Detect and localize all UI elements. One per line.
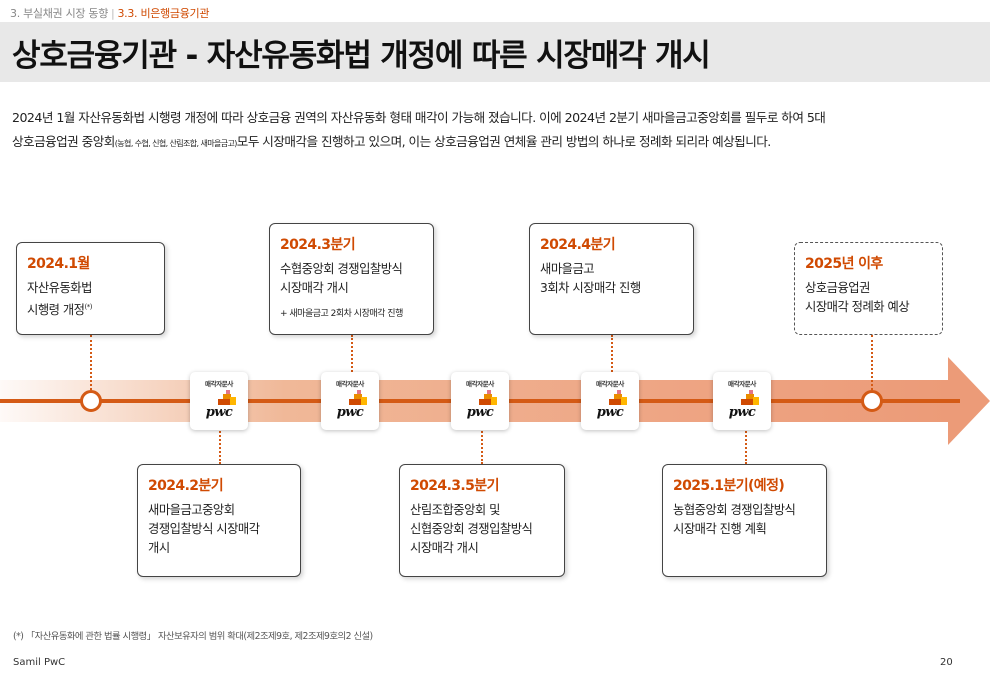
page-number: 20 — [940, 657, 953, 668]
event-description: 새마을금고중앙회 경쟁입찰방식 시장매각 개시 — [148, 503, 260, 555]
advisor-label: 매각자문사 — [205, 380, 233, 388]
event-period: 2024.3.5분기 — [410, 478, 499, 494]
connector-2024-35 — [481, 428, 483, 464]
pwc-wordmark: pwc — [205, 405, 233, 420]
advisor-badge: 매각자문사 pwc — [451, 372, 509, 430]
intro-line-2-start: 상호금융업권 중앙회 — [12, 134, 115, 149]
event-period: 2025.1분기(예정) — [673, 478, 785, 494]
connector-2025-1 — [745, 428, 747, 464]
intro-paragraph: 2024년 1월 자산유동화법 시행령 개정에 따라 상호금융 권역의 자산유동… — [12, 106, 982, 156]
footnote-marker: (*) — [84, 303, 92, 311]
intro-line-2-end: 모두 시장매각을 진행하고 있으며, 이는 상호금융업권 연체율 관리 방법의 … — [236, 134, 772, 149]
advisor-badge: 매각자문사 pwc — [321, 372, 379, 430]
timeline-node-start — [80, 390, 102, 412]
footer-company: Samil PwC — [13, 657, 66, 668]
event-description-text: 자산유동화법 시행령 개정 — [27, 281, 92, 318]
event-card-2024-2: 2024.2분기 새마을금고중앙회 경쟁입찰방식 시장매각 개시 — [137, 464, 301, 577]
event-note: + 새마을금고 2회차 시장매각 진행 — [280, 309, 403, 319]
pwc-wordmark: pwc — [466, 405, 494, 420]
intro-line-1: 2024년 1월 자산유동화법 시행령 개정에 따라 상호금융 권역의 자산유동… — [12, 110, 826, 125]
breadcrumb: 3. 부실채권 시장 동향|3.3. 비은행금융기관 — [10, 5, 209, 21]
connector-2025-after — [871, 335, 873, 390]
advisor-label: 매각자문사 — [728, 380, 756, 388]
advisor-badge: 매각자문사 pwc — [190, 372, 248, 430]
advisor-label: 매각자문사 — [596, 380, 624, 388]
event-period: 2024.2분기 — [148, 478, 224, 494]
connector-2024-3 — [351, 335, 353, 380]
event-description: 수협중앙회 경쟁입찰방식 시장매각 개시 — [280, 262, 403, 295]
event-period: 2024.4분기 — [540, 237, 616, 253]
breadcrumb-separator: | — [111, 7, 115, 20]
intro-line-2: 상호금융업권 중앙회(농협, 수협, 신협, 산림조합, 새마을금고)모두 시장… — [12, 130, 982, 156]
advisor-badge: 매각자문사 pwc — [713, 372, 771, 430]
intro-line-2-small: (농협, 수협, 신협, 산림조합, 새마을금고) — [114, 139, 238, 148]
title-bar: 상호금융기관 - 자산유동화법 개정에 따른 시장매각 개시 — [0, 22, 990, 82]
pwc-wordmark: pwc — [728, 405, 756, 420]
pwc-logo-icon — [479, 390, 497, 406]
page-title: 상호금융기관 - 자산유동화법 개정에 따른 시장매각 개시 — [12, 38, 711, 74]
event-card-2024-3: 2024.3분기 수협중앙회 경쟁입찰방식 시장매각 개시 + 새마을금고 2회… — [269, 223, 434, 335]
timeline-node-end — [861, 390, 883, 412]
connector-2024-2 — [219, 428, 221, 464]
pwc-wordmark: pwc — [336, 405, 364, 420]
event-card-2024-4: 2024.4분기 새마을금고 3회차 시장매각 진행 — [529, 223, 694, 335]
event-description: 산림조합중앙회 및 신협중앙회 경쟁입찰방식 시장매각 개시 — [410, 503, 533, 555]
event-description: 새마을금고 3회차 시장매각 진행 — [540, 262, 641, 295]
event-period: 2024.1월 — [27, 256, 90, 272]
event-card-2025-after: 2025년 이후 상호금융업권 시장매각 정례화 예상 — [794, 242, 943, 335]
event-card-2024-1: 2024.1월 자산유동화법 시행령 개정(*) — [16, 242, 165, 335]
advisor-label: 매각자문사 — [336, 380, 364, 388]
event-period: 2025년 이후 — [805, 256, 883, 272]
event-card-2025-1: 2025.1분기(예정) 농협중앙회 경쟁입찰방식 시장매각 진행 계획 — [662, 464, 827, 577]
pwc-logo-icon — [741, 390, 759, 406]
event-description: 농협중앙회 경쟁입찰방식 시장매각 진행 계획 — [673, 503, 796, 536]
pwc-wordmark: pwc — [596, 405, 624, 420]
pwc-logo-icon — [349, 390, 367, 406]
breadcrumb-section: 3. 부실채권 시장 동향 — [10, 7, 109, 20]
event-period: 2024.3분기 — [280, 237, 356, 253]
connector-2024-4 — [611, 335, 613, 380]
breadcrumb-current: 3.3. 비은행금융기관 — [117, 7, 210, 20]
footnote: (*) 「자산유동화에 관한 법률 시행령」 자산보유자의 범위 확대(제2조제… — [13, 631, 373, 642]
event-description: 자산유동화법 시행령 개정(*) — [27, 279, 154, 320]
advisor-label: 매각자문사 — [466, 380, 494, 388]
pwc-logo-icon — [218, 390, 236, 406]
event-description: 상호금융업권 시장매각 정례화 예상 — [805, 281, 910, 314]
event-card-2024-35: 2024.3.5분기 산림조합중앙회 및 신협중앙회 경쟁입찰방식 시장매각 개… — [399, 464, 565, 577]
connector-2024-1 — [90, 335, 92, 390]
pwc-logo-icon — [609, 390, 627, 406]
advisor-badge: 매각자문사 pwc — [581, 372, 639, 430]
